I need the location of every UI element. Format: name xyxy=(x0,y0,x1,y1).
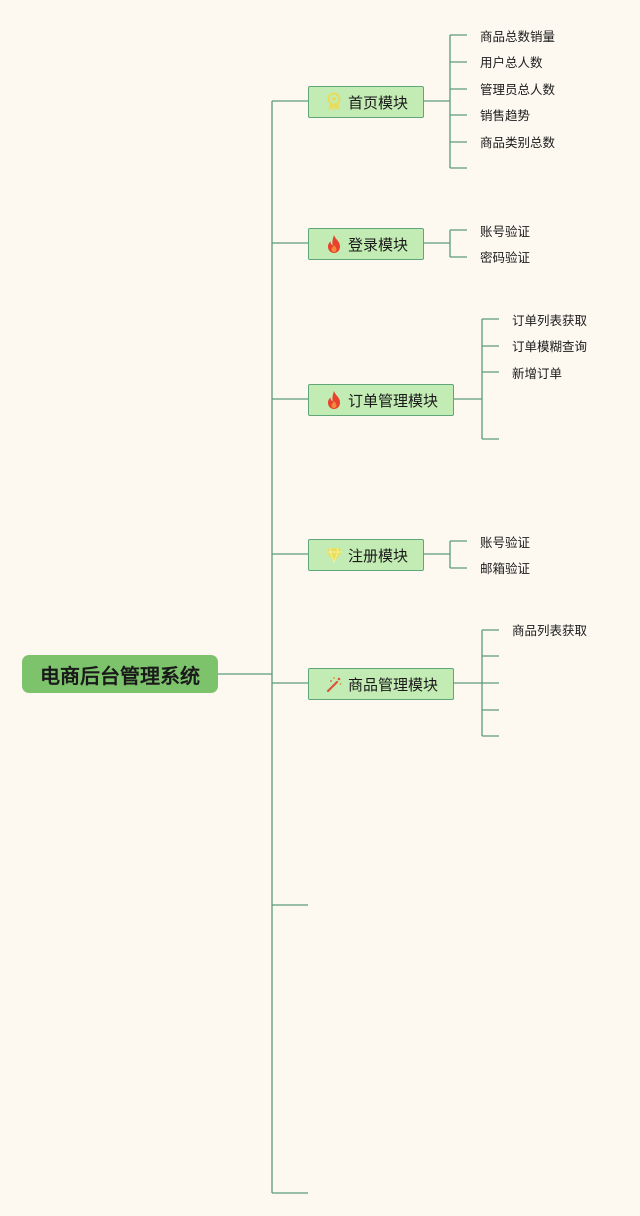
leaf-home-item[interactable]: 销售趋势 xyxy=(480,108,531,123)
module-goods[interactable]: 商品管理模块 xyxy=(308,668,454,700)
leaf-order-item[interactable]: 订单列表获取 xyxy=(512,313,588,328)
module-register-label: 注册模块 xyxy=(347,546,408,565)
root-label: 电商后台管理系统 xyxy=(40,663,200,688)
leaf-register-item[interactable]: 邮箱验证 xyxy=(480,561,531,576)
module-register[interactable]: 注册模块 xyxy=(308,539,424,571)
gem-icon xyxy=(324,545,344,565)
fire-icon xyxy=(324,390,344,410)
fire-icon xyxy=(324,234,344,254)
leaf-register-item[interactable]: 账号验证 xyxy=(480,535,531,550)
module-order-label: 订单管理模块 xyxy=(347,391,438,410)
leaf-home-item[interactable]: 管理员总人数 xyxy=(480,82,556,97)
magic-wand-icon xyxy=(324,674,344,694)
leaf-order-item[interactable]: 订单模糊查询 xyxy=(512,339,588,354)
module-goods-label: 商品管理模块 xyxy=(347,675,438,694)
leaf-login-item[interactable]: 密码验证 xyxy=(480,250,531,265)
module-home-label: 首页模块 xyxy=(347,93,408,112)
leaf-home-item[interactable]: 商品类别总数 xyxy=(480,135,556,150)
award-ribbon-icon xyxy=(324,92,344,112)
leaf-order-item[interactable]: 新增订单 xyxy=(512,366,563,381)
leaf-home-item[interactable]: 用户总人数 xyxy=(480,55,543,70)
root-node[interactable]: 电商后台管理系统 xyxy=(22,655,218,693)
module-home[interactable]: 首页模块 xyxy=(308,86,424,118)
module-login-label: 登录模块 xyxy=(347,235,408,254)
module-order[interactable]: 订单管理模块 xyxy=(308,384,454,416)
module-login[interactable]: 登录模块 xyxy=(308,228,424,260)
leaf-goods-item[interactable]: 商品列表获取 xyxy=(512,623,588,638)
leaf-login-item[interactable]: 账号验证 xyxy=(480,224,531,239)
leaf-home-item[interactable]: 商品总数销量 xyxy=(480,29,556,44)
